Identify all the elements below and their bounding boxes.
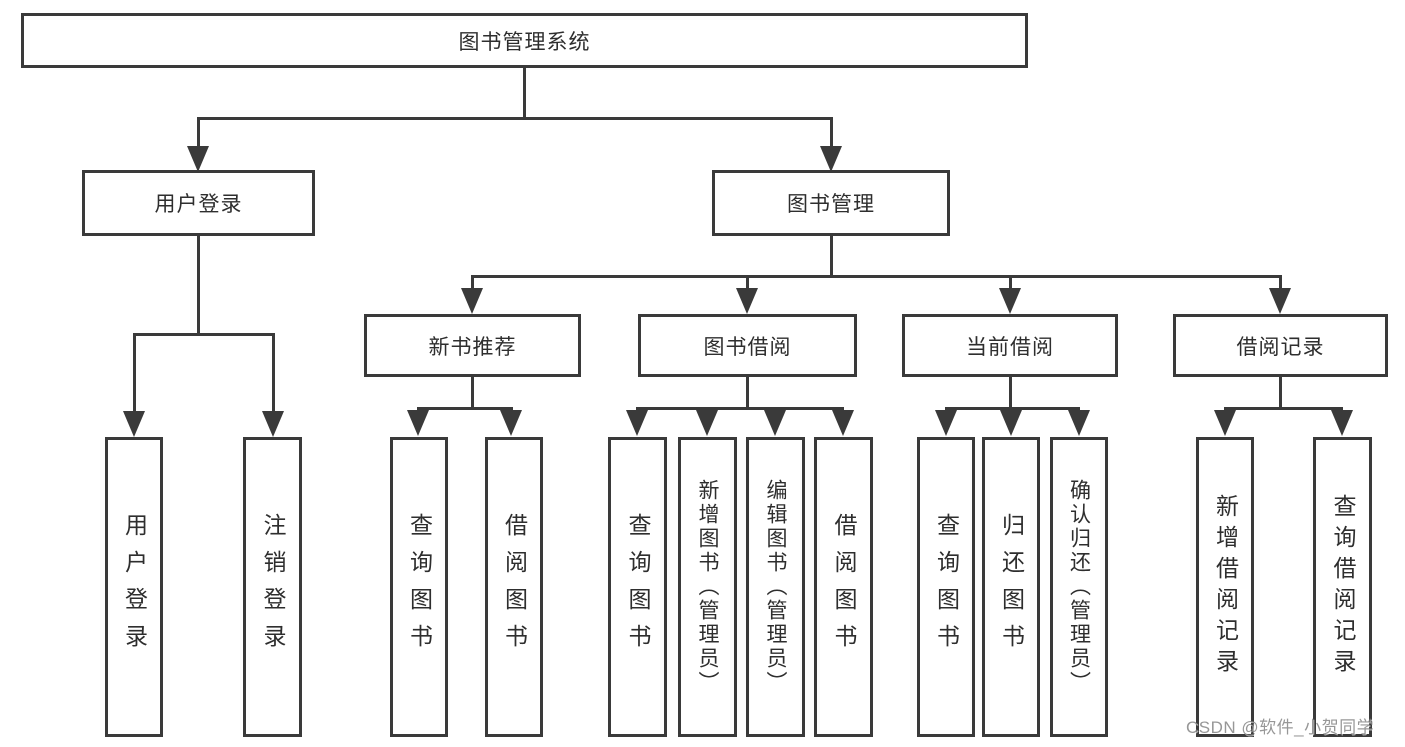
connector-vline bbox=[1279, 376, 1282, 409]
arrowhead-icon bbox=[832, 410, 854, 436]
arrowhead-icon bbox=[1000, 410, 1022, 436]
connector-vline bbox=[523, 68, 526, 118]
connector-hline bbox=[197, 117, 833, 120]
connector-vline bbox=[1009, 275, 1012, 290]
arrowhead-icon bbox=[187, 146, 209, 172]
connector-vline bbox=[746, 376, 749, 409]
node-nb-borrow-books: 借阅图书 bbox=[485, 437, 543, 737]
arrowhead-icon bbox=[696, 410, 718, 436]
arrowhead-icon bbox=[820, 146, 842, 172]
csdn-watermark: CSDN @软件_小贺同学 bbox=[1186, 718, 1375, 737]
node-bb-borrow-books: 借阅图书 bbox=[814, 437, 873, 737]
connector-hline bbox=[417, 407, 513, 410]
node-root: 图书管理系统 bbox=[21, 13, 1028, 68]
arrowhead-icon bbox=[500, 410, 522, 436]
node-bb-edit-books-admin: 编辑图书（管理员） bbox=[746, 437, 805, 737]
arrowhead-icon bbox=[764, 410, 786, 436]
arrowhead-icon bbox=[123, 411, 145, 437]
connector-vline bbox=[133, 333, 136, 413]
arrowhead-icon bbox=[461, 288, 483, 314]
node-book-mgmt: 图书管理 bbox=[712, 170, 950, 236]
connector-hline bbox=[133, 333, 275, 336]
arrowhead-icon bbox=[626, 410, 648, 436]
node-nb-query-books: 查询图书 bbox=[390, 437, 448, 737]
node-bb-add-books-admin: 新增图书（管理员） bbox=[678, 437, 737, 737]
connector-hline bbox=[945, 407, 1080, 410]
node-new-book-recommend: 新书推荐 bbox=[364, 314, 581, 377]
arrowhead-icon bbox=[1214, 410, 1236, 436]
connector-vline bbox=[471, 376, 474, 409]
node-cb-return-books: 归还图书 bbox=[982, 437, 1040, 737]
arrowhead-icon bbox=[262, 411, 284, 437]
node-br-add-record: 新增借阅记录 bbox=[1196, 437, 1254, 737]
arrowhead-icon bbox=[1068, 410, 1090, 436]
connector-vline bbox=[272, 333, 275, 413]
node-current-borrow: 当前借阅 bbox=[902, 314, 1118, 377]
connector-vline bbox=[830, 117, 833, 153]
node-cb-confirm-return-admin: 确认归还（管理员） bbox=[1050, 437, 1108, 737]
connector-hline bbox=[1224, 407, 1343, 410]
connector-hline bbox=[636, 407, 844, 410]
node-user-login: 用户登录 bbox=[82, 170, 315, 236]
arrowhead-icon bbox=[1331, 410, 1353, 436]
node-book-borrow: 图书借阅 bbox=[638, 314, 857, 377]
arrowhead-icon bbox=[407, 410, 429, 436]
node-cb-query-books: 查询图书 bbox=[917, 437, 975, 737]
node-bb-query-books: 查询图书 bbox=[608, 437, 667, 737]
arrowhead-icon bbox=[999, 288, 1021, 314]
arrowhead-icon bbox=[935, 410, 957, 436]
connector-vline bbox=[197, 117, 200, 153]
arrowhead-icon bbox=[1269, 288, 1291, 314]
node-br-query-record: 查询借阅记录 bbox=[1313, 437, 1372, 737]
node-borrow-records: 借阅记录 bbox=[1173, 314, 1388, 377]
connector-vline bbox=[1009, 376, 1012, 409]
connector-hline bbox=[471, 275, 1282, 278]
connector-vline bbox=[746, 275, 749, 290]
node-login: 用户登录 bbox=[105, 437, 163, 737]
connector-vline bbox=[471, 275, 474, 290]
connector-vline bbox=[197, 235, 200, 335]
connector-vline bbox=[1279, 275, 1282, 290]
node-logout: 注销登录 bbox=[243, 437, 302, 737]
connector-vline bbox=[830, 235, 833, 277]
arrowhead-icon bbox=[736, 288, 758, 314]
